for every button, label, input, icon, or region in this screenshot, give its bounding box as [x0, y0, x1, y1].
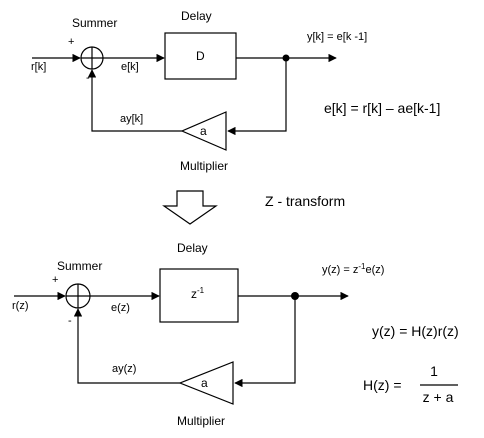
top-multiplier-block-text: a	[200, 124, 207, 138]
top-diagram: Summer + - r[k] e[k] Delay D y[k] = e[k …	[31, 9, 440, 173]
bottom-feedback-wire-in	[234, 296, 296, 388]
transfer-function: H(z) = 1 z + a	[363, 363, 458, 405]
top-feedback-wire-in	[227, 58, 287, 136]
bottom-minus-sign: -	[68, 315, 72, 327]
bottom-delay-block-base: z	[191, 287, 197, 301]
bottom-equation: y(z) = H(z)r(z)	[372, 323, 459, 339]
transfer-denominator: z + a	[423, 389, 454, 405]
top-feedback-label: ay[k]	[120, 113, 143, 125]
top-delay-label: Delay	[181, 9, 212, 23]
top-output-label: y[k] = e[k -1]	[307, 31, 367, 43]
top-minus-sign: -	[86, 72, 90, 84]
top-delay-block	[164, 32, 237, 80]
top-input-label: r[k]	[31, 61, 46, 73]
top-summer-label: Summer	[72, 16, 117, 30]
bottom-multiplier-block-text: a	[201, 376, 208, 390]
bottom-multiplier-block: a	[178, 361, 234, 405]
top-multiplier-label: Multiplier	[180, 159, 228, 173]
top-summer-junction	[80, 46, 104, 70]
bottom-input-label: r(z)	[12, 300, 29, 312]
bottom-error-label: e(z)	[111, 302, 130, 314]
bottom-feedback-wire-out	[73, 308, 180, 384]
bottom-output-label-exp: -1	[358, 262, 366, 271]
bottom-delay-block-text: z-1	[191, 286, 205, 301]
bottom-delay-label: Delay	[177, 241, 208, 255]
top-plus-sign: +	[68, 36, 74, 48]
bottom-output-label: y(z) = z-1e(z)	[322, 262, 384, 276]
top-error-label: e[k]	[121, 61, 139, 73]
bottom-plus-sign: +	[52, 274, 58, 286]
bottom-summer-label: Summer	[57, 259, 102, 273]
bottom-delay-block	[159, 268, 239, 323]
bottom-multiplier-label: Multiplier	[177, 414, 225, 428]
bottom-delay-block-exp: -1	[197, 286, 205, 295]
top-equation: e[k] = r[k] – ae[k-1]	[324, 100, 440, 116]
top-delay-block-text: D	[196, 49, 205, 63]
bottom-output-label-prefix: y(z) = z	[322, 264, 358, 276]
bottom-summer-junction	[65, 283, 91, 309]
bottom-feedback-label: ay(z)	[112, 363, 136, 375]
z-transform-step: Z - transform	[162, 190, 345, 225]
transfer-numerator: 1	[430, 363, 438, 379]
top-multiplier-block: a	[180, 111, 227, 151]
transfer-lhs: H(z) =	[363, 377, 402, 393]
transform-label: Z - transform	[265, 193, 345, 209]
down-arrow-icon	[162, 190, 218, 225]
bottom-diagram: Summer + - r(z) e(z) Delay z-1 y(z) = z-…	[12, 241, 459, 428]
bottom-output-label-suffix: e(z)	[366, 264, 385, 276]
top-feedback-wire-out	[87, 69, 182, 132]
